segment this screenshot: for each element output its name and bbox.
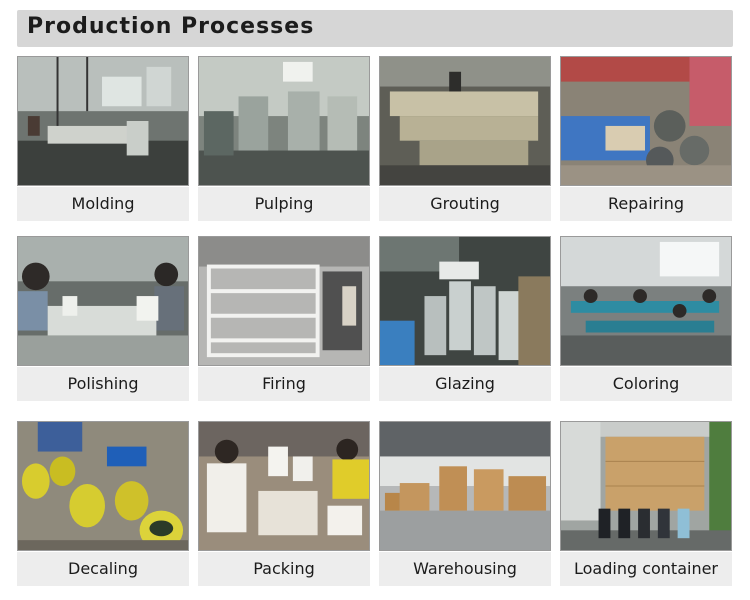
step-label: Warehousing — [379, 552, 551, 586]
firing-photo — [198, 236, 370, 366]
process-grid: Molding Pulping — [17, 56, 733, 592]
step-label: Glazing — [379, 367, 551, 401]
step-label: Packing — [198, 552, 370, 586]
polishing-photo — [17, 236, 189, 366]
step-label: Grouting — [379, 187, 551, 221]
grouting-photo — [379, 56, 551, 186]
page-header: Production Processes — [17, 10, 733, 47]
step-label: Coloring — [560, 367, 732, 401]
repairing-photo — [560, 56, 732, 186]
page-title: Production Processes — [27, 14, 315, 39]
coloring-photo — [560, 236, 732, 366]
step-label: Polishing — [17, 367, 189, 401]
step-label: Repairing — [560, 187, 732, 221]
warehousing-photo — [379, 421, 551, 551]
packing-photo — [198, 421, 370, 551]
step-label: Decaling — [17, 552, 189, 586]
step-label: Firing — [198, 367, 370, 401]
decaling-photo — [17, 421, 189, 551]
step-label: Molding — [17, 187, 189, 221]
loading-container-photo — [560, 421, 732, 551]
molding-photo — [17, 56, 189, 186]
glazing-photo — [379, 236, 551, 366]
step-label: Pulping — [198, 187, 370, 221]
step-label: Loading container — [560, 552, 732, 586]
pulping-photo — [198, 56, 370, 186]
